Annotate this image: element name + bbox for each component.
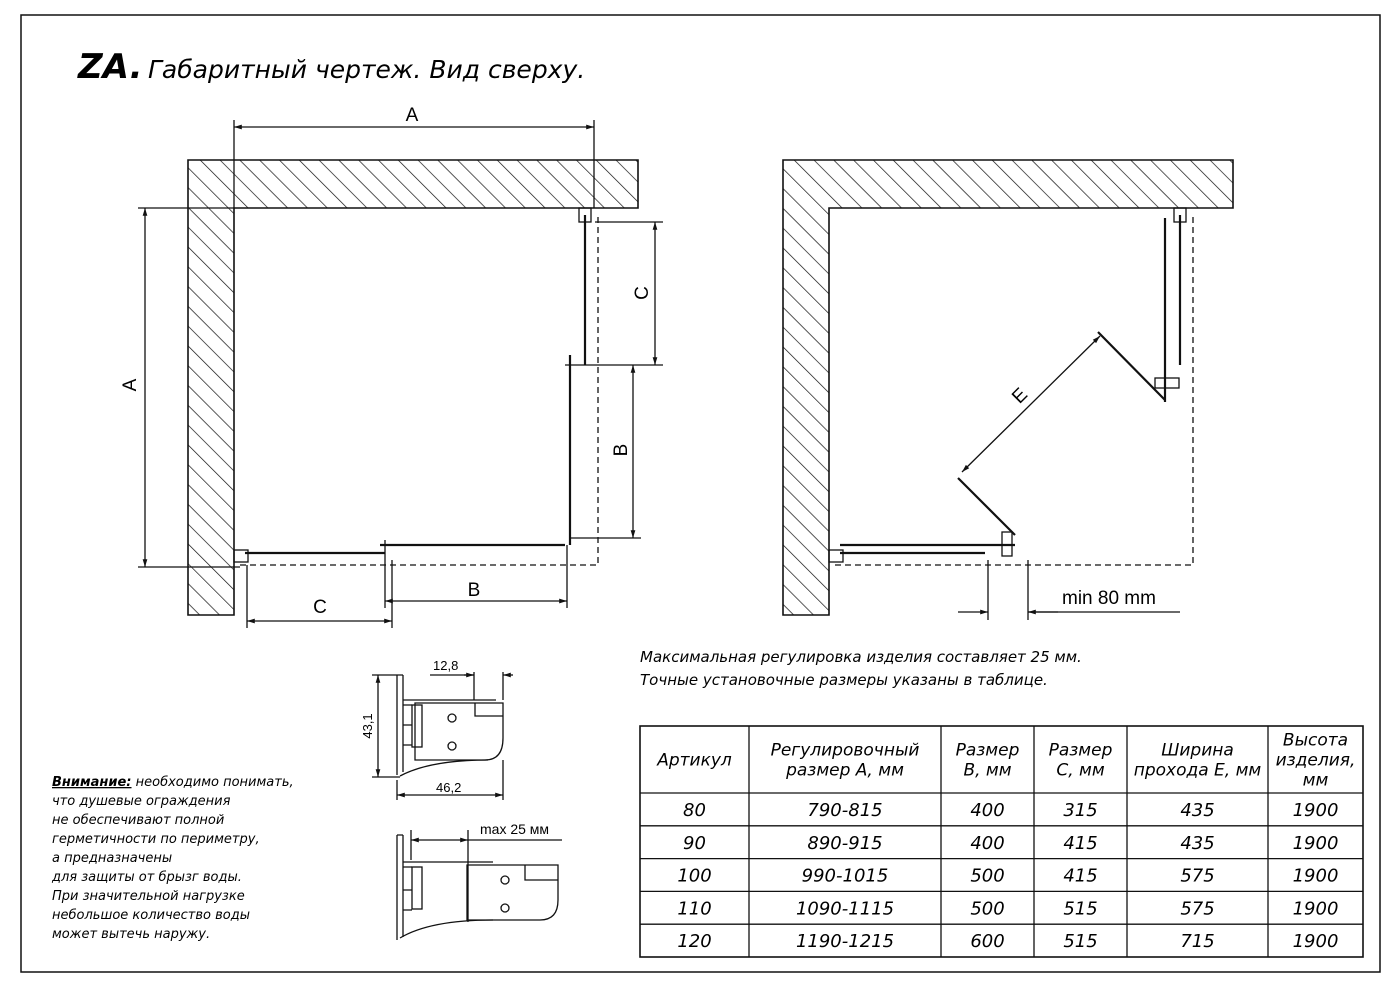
table-cell: 890-915 <box>807 833 882 854</box>
table-cell: 400 <box>970 800 1004 821</box>
dim-label-b: B <box>468 580 481 601</box>
sheet-frame <box>20 14 1381 973</box>
table-header: изделия, <box>1276 751 1356 771</box>
table-cell: 715 <box>1180 931 1214 952</box>
table-cell: 315 <box>1063 800 1097 821</box>
dim-label-c: C <box>313 597 327 618</box>
table-header: Высота <box>1283 731 1348 751</box>
table-cell: 435 <box>1180 833 1214 854</box>
table-cell: 415 <box>1063 866 1097 887</box>
table-cell: 400 <box>970 833 1004 854</box>
warning-line: герметичности по периметру, <box>52 832 260 847</box>
wall-profile <box>233 549 249 563</box>
open-door <box>1097 331 1166 401</box>
dim-label-a: A <box>406 105 419 126</box>
dim-label-c: C <box>632 286 653 300</box>
table-header: В, мм <box>963 761 1011 781</box>
table-cell: 1900 <box>1293 898 1339 919</box>
warning-line: небольшое количество воды <box>52 908 250 923</box>
max-adjust-label: max 25 мм <box>480 821 549 837</box>
table-header: размер А, мм <box>785 761 904 781</box>
wall-profile <box>1173 207 1187 223</box>
table-border <box>639 725 1364 958</box>
table-cell: 415 <box>1063 833 1097 854</box>
dimension-e <box>961 335 1101 473</box>
open-door <box>957 477 1016 536</box>
wall-profile <box>828 549 844 563</box>
hinge <box>1001 531 1013 557</box>
warning-note: Внимание: необходимо понимать, что душев… <box>51 775 294 942</box>
svg-text:Внимание: необходимо понимать,: Внимание: необходимо понимать, <box>52 775 294 790</box>
table-cell: 120 <box>677 931 711 952</box>
table-header: Размер <box>956 741 1020 761</box>
sheet-title: ZA. Габаритный чертеж. Вид сверху. <box>77 47 585 87</box>
table-cell: 575 <box>1180 898 1214 919</box>
table-cell: 80 <box>683 800 706 821</box>
profile-dim-43-1: 43,1 <box>360 713 375 738</box>
title-code: ZA. <box>77 47 143 87</box>
dim-label-b: B <box>611 444 632 457</box>
tray-outline <box>240 215 599 566</box>
wall-profile <box>578 207 592 223</box>
profile-section-closed <box>372 672 513 800</box>
table-cell: 500 <box>970 898 1004 919</box>
table-header: Ширина <box>1161 741 1234 761</box>
table-header: Артикул <box>656 751 732 771</box>
hinge <box>1154 377 1180 389</box>
table-cell: 435 <box>1180 800 1214 821</box>
profile-dim-46-2: 46,2 <box>436 780 461 795</box>
dim-label-a: A <box>120 378 141 391</box>
warning-line: а предназначены <box>52 851 172 866</box>
warning-label: Внимание: <box>52 775 132 790</box>
warning-line: не обеспечивают полной <box>52 813 224 828</box>
table-cell: 1900 <box>1293 866 1339 887</box>
warning-line: что душевые ограждения <box>52 794 231 809</box>
table-cell: 90 <box>683 833 706 854</box>
wall-hatch <box>782 159 1234 616</box>
table-header: мм <box>1303 771 1329 791</box>
right-plan-view-open-door: E min 80 mm <box>782 159 1234 620</box>
table-header: Регулировочный <box>771 741 920 761</box>
dimensions-note: Точные установочные размеры указаны в та… <box>640 671 1048 689</box>
table-cell: 575 <box>1180 866 1214 887</box>
table-header: С, мм <box>1056 761 1105 781</box>
table-cell: 600 <box>970 931 1004 952</box>
table-cell: 515 <box>1063 898 1097 919</box>
table-cell: 1900 <box>1293 800 1339 821</box>
table-cell: 990-1015 <box>802 866 889 887</box>
min-gap-label: min 80 mm <box>1062 588 1156 609</box>
dim-label-e: E <box>1008 384 1032 408</box>
warning-line: При значительной нагрузке <box>52 889 245 904</box>
table-cell: 1190-1215 <box>796 931 894 952</box>
table-header: Размер <box>1049 741 1113 761</box>
warning-line: может вытечь наружу. <box>52 927 210 942</box>
title-text: Габаритный чертеж. Вид сверху. <box>148 55 585 84</box>
table-header: прохода Е, мм <box>1134 761 1262 781</box>
table-cell: 100 <box>677 866 711 887</box>
table-cell: 500 <box>970 866 1004 887</box>
table-cell: 1090-1115 <box>796 898 894 919</box>
left-plan-view: A A C B B C <box>120 105 663 628</box>
table-cell: 1900 <box>1293 931 1339 952</box>
profile-section-extended <box>396 830 562 940</box>
profile-dim-12-8: 12,8 <box>433 658 458 673</box>
tray-outline <box>835 215 1194 566</box>
warning-line: для защиты от брызг воды. <box>51 870 242 885</box>
table-cell: 110 <box>677 898 711 919</box>
adjustment-note: Максимальная регулировка изделия составл… <box>640 648 1082 666</box>
table-cell: 1900 <box>1293 833 1339 854</box>
table-cell: 790-815 <box>807 800 882 821</box>
table-cell: 515 <box>1063 931 1097 952</box>
